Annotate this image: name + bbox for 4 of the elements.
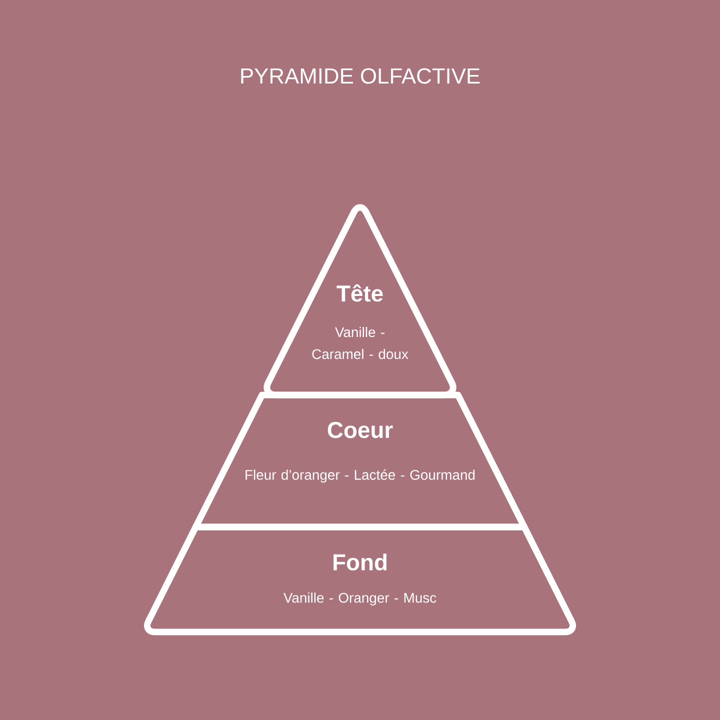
pyramid-tier: Fond Vanille - Oranger - Musc (144, 524, 576, 636)
pyramid-tier: Tête Vanille - Caramel - doux (264, 204, 456, 398)
title: PYRAMIDE OLFACTIVE (241, 68, 480, 84)
pyramid-tier: Coeur Fleur d’oranger - Lactée - Gourmand (192, 392, 528, 530)
